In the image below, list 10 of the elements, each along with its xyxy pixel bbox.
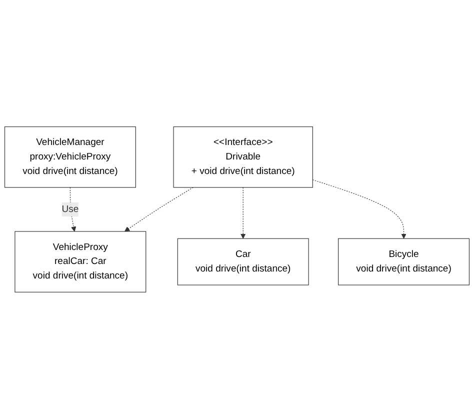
node-box: Bicycle void drive(int distance): [338, 238, 470, 286]
edge-label: Use: [62, 204, 79, 214]
node-box: Car void drive(int distance): [177, 238, 309, 286]
node-box: <<Interface>> Drivable + void drive(int distance): [173, 126, 313, 188]
arrow: [312, 180, 406, 239]
arrow: [70, 187, 76, 232]
node-box: VehicleProxy realCar: Car void drive(int distance): [14, 231, 146, 292]
arrow: [124, 187, 194, 232]
arrow: [240, 187, 246, 239]
node-box: VehicleManager proxy:VehicleProxy void drive(int distance): [4, 126, 136, 188]
